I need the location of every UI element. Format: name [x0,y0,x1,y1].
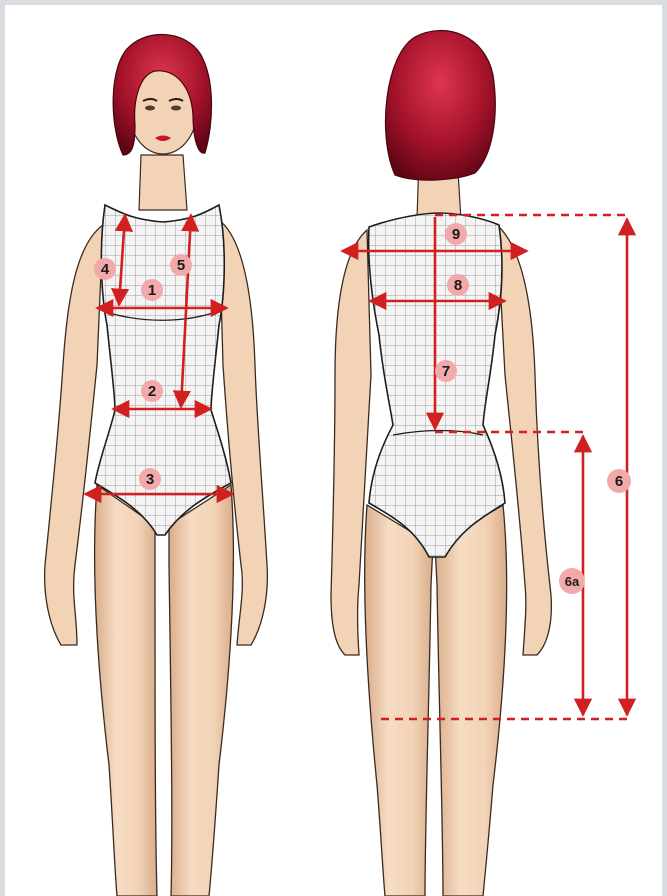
badge-5-label: 5 [177,257,185,274]
image-frame: 4 1 5 2 3 9 8 7 [5,5,662,896]
badge-9: 9 [445,223,467,245]
badge-4: 4 [94,258,116,280]
badge-3: 3 [139,468,161,490]
measurement-illustration: 4 1 5 2 3 9 8 7 [5,5,662,896]
badge-6-label: 6 [615,473,623,490]
front-neck [139,155,187,210]
badge-5: 5 [170,254,192,276]
badge-2-label: 2 [148,383,156,400]
badge-1-label: 1 [148,282,156,299]
front-bodysuit-grid [95,205,231,535]
front-figure [45,35,268,896]
badge-8: 8 [447,274,469,296]
back-figure [331,31,551,896]
badge-3-label: 3 [146,471,154,488]
badge-1: 1 [141,279,163,301]
badge-7-label: 7 [442,363,450,380]
back-left-leg [365,505,433,896]
back-right-leg [435,505,507,896]
front-right-leg [169,485,233,896]
badge-6a: 6a [559,568,585,594]
front-left-leg [95,485,157,896]
badge-4-label: 4 [101,261,110,278]
badge-9-label: 9 [452,226,460,243]
badge-6a-label: 6a [565,574,580,589]
badge-2: 2 [141,380,163,402]
back-hair [385,31,495,181]
front-left-arm [45,225,103,645]
badge-6: 6 [607,469,631,493]
badge-7: 7 [435,360,457,382]
back-bodysuit-grid [369,213,505,557]
badge-8-label: 8 [454,277,462,294]
